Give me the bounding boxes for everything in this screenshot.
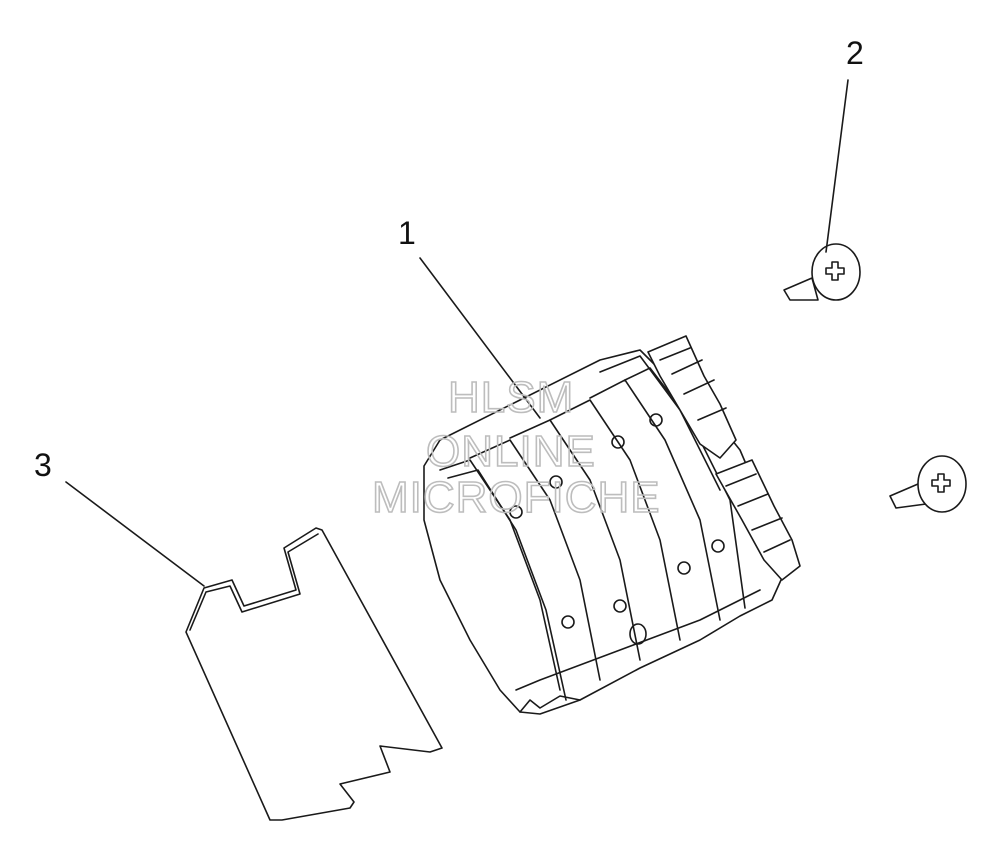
screw-lower <box>889 455 967 513</box>
leader-line-3 <box>65 481 205 587</box>
screw-upper <box>783 243 861 301</box>
regulator-body <box>423 335 801 715</box>
watermark-line3: MICROFICHE <box>372 473 661 522</box>
callout-2: 2 <box>846 35 864 71</box>
gasket-sheet <box>185 527 443 821</box>
callout-3: 3 <box>34 447 52 483</box>
callout-1: 1 <box>398 215 416 251</box>
leader-line-1 <box>419 257 541 419</box>
leader-line-2 <box>825 79 849 253</box>
watermark-line1: HLSM <box>448 373 574 422</box>
watermark: HLSM ONLINE MICROFICHE <box>371 372 661 523</box>
watermark-line2: ONLINE <box>426 427 596 476</box>
